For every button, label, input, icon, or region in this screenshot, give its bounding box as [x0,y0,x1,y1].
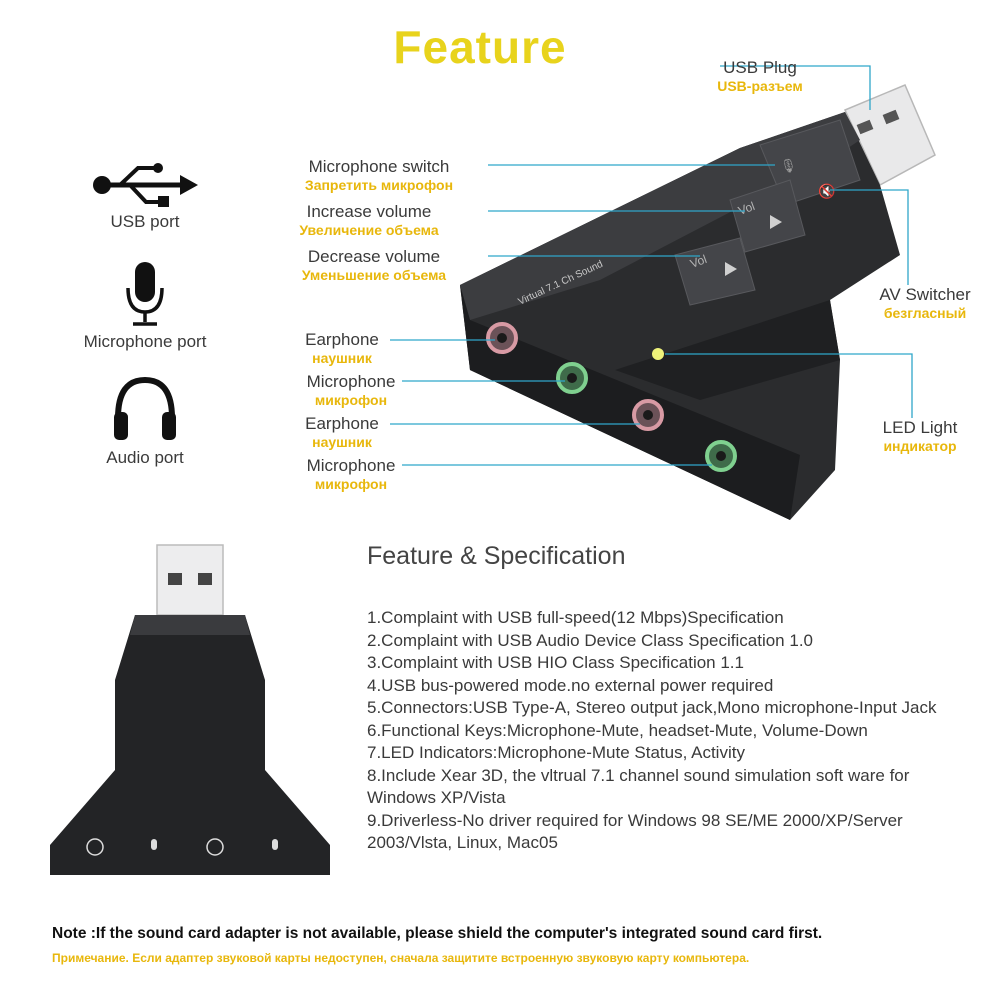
mic1-label: Microphone [306,372,396,391]
microphone-jack-2 [705,440,737,472]
callout-lines [390,65,913,466]
earphone1-callout: Earphone наушник [292,330,392,366]
microphone-jack-1 [556,362,588,394]
usb-port-group: USB port [80,160,210,240]
vol-down-callout: Decrease volume Уменьшение объема [274,247,474,283]
mic2-label-ru: микрофон [314,475,388,492]
vol-down-label: Decrease volume [307,247,441,266]
av-switch-key: 🔇 [818,183,835,200]
audio-port-group: Audio port [80,374,210,474]
vol-up-callout: Increase volume Увеличение объема [274,202,464,238]
spec-item: 3.Complaint with USB HIO Class Specifica… [367,653,744,672]
note-english: Note :If the sound card adapter is not a… [52,925,823,942]
spec-item: 1.Complaint with USB full-speed(12 Mbps)… [367,608,784,627]
spec-item: 7.LED Indicators:Microphone-Mute Status,… [367,743,745,762]
vol-up-arrow-icon [770,215,782,229]
av-switcher-label: AV Switcher [879,285,971,304]
vol-down-key-label: Vol [688,252,708,271]
svg-text:🔇: 🔇 [818,183,835,200]
mic1-callout: Microphone микрофон [296,372,406,408]
led-light [652,348,664,360]
usb-icon [93,163,198,207]
spec-heading: Feature & Specification [367,542,626,570]
vol-down-arrow-icon [725,262,737,276]
microphone-port-label: Microphone port [83,332,207,351]
led-label-ru: индикатор [883,437,957,454]
mic-switch-callout: Microphone switch Запретить микрофон [274,157,484,193]
led-callout: LED Light индикатор [865,418,975,454]
vol-up-key-label: Vol [736,199,756,218]
front-port-icons [86,838,278,856]
spec-item: 2.Complaint with USB Audio Device Class … [367,630,813,650]
spec-item: 9.Driverless-No driver required for Wind… [367,810,903,853]
earphone2-label: Earphone [305,414,379,433]
mic2-callout: Microphone микрофон [296,456,406,492]
spec-item: 4.USB bus-powered mode.no external power… [367,675,774,695]
earphone2-label-ru: наушник [312,433,372,450]
microphone-icon [126,262,164,326]
av-switcher-callout: AV Switcher безгласный [860,285,990,321]
microphone-port-group: Microphone port [60,258,230,358]
vol-down-label-ru: Уменьшение объема [301,266,447,283]
page-title: Feature [393,21,567,73]
mic-switch-label-ru: Запретить микрофон [304,176,454,193]
mic2-label: Microphone [306,456,396,475]
mic1-label-ru: микрофон [314,391,388,408]
led-label: LED Light [882,418,958,437]
earphone1-label: Earphone [305,330,379,349]
mic-switch-label: Microphone switch [308,157,450,176]
audio-port-label: Audio port [106,448,184,467]
usb-plug [843,84,936,187]
note-russian: Примечание. Если адаптер звуковой карты … [52,951,750,965]
earphone2-callout: Earphone наушник [292,414,392,450]
usb-port-label: USB port [110,212,180,231]
sound-card-body [460,112,900,520]
usb-plug-callout: USB Plug USB-разъем [700,58,820,94]
vol-up-label-ru: Увеличение объема [299,221,439,238]
usb-plug-label: USB Plug [723,58,797,77]
spec-item: 6.Functional Keys:Microphone-Mute, heads… [367,720,868,740]
earphone1-label-ru: наушник [312,349,372,366]
usb-plug-label-ru: USB-разъем [717,77,803,94]
svg-text:🎙: 🎙 [780,158,797,173]
earphone-jack-2 [632,399,664,431]
spec-list: 1.Complaint with USB full-speed(12 Mbps)… [367,607,977,855]
device-front-view [50,544,330,875]
spec-item: 5.Connectors:USB Type-A, Stereo output j… [367,698,937,717]
earphone-jack-1 [486,322,518,354]
headphones-icon [114,376,176,440]
vol-up-label: Increase volume [306,202,432,221]
device-illustration: 🎙 🔇 Vol Vol Virtual 7.1 Ch Sound [390,65,936,520]
mic-switch-key: 🎙 [780,158,797,173]
av-switcher-label-ru: безгласный [883,304,967,321]
spec-item: 8.Include Xear 3D, the vltrual 7.1 chann… [367,765,910,808]
